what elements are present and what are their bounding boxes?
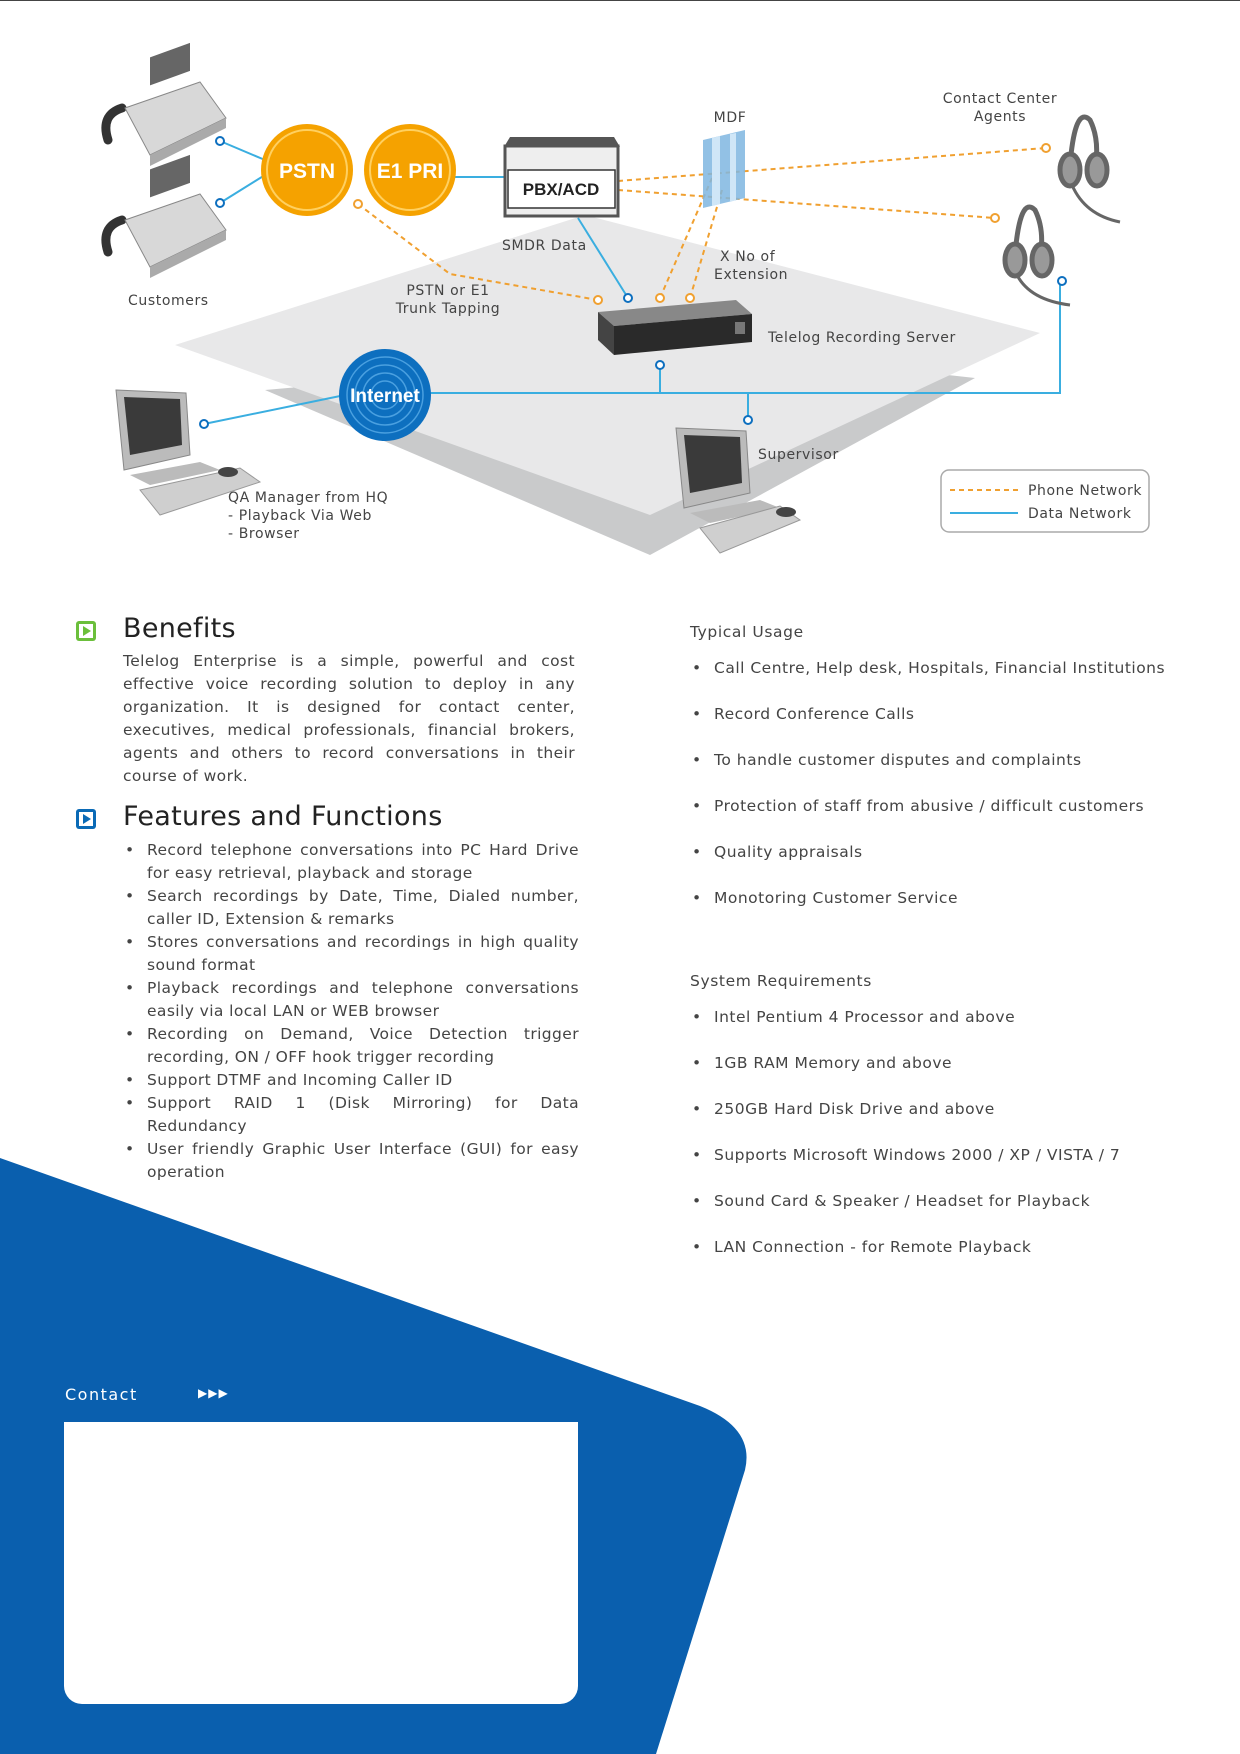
list-item: 1GB RAM Memory and above — [690, 1053, 1210, 1099]
list-item: Stores conversations and recordings in h… — [123, 931, 579, 977]
svg-text:PBX/ACD: PBX/ACD — [523, 180, 600, 199]
qa-label-line2: - Playback Via Web — [228, 508, 372, 524]
floor-plane — [175, 215, 1040, 515]
legend-phone-network: Phone Network — [1028, 483, 1142, 499]
system-requirements-heading: System Requirements — [690, 972, 872, 990]
computer-icon — [115, 389, 262, 516]
connector-dots — [199, 136, 1067, 429]
extension-label-line1: X No of — [720, 249, 776, 265]
typical-usage-heading: Typical Usage — [690, 623, 804, 641]
list-item: Record Conference Calls — [690, 704, 1210, 750]
e1-pri-node: E1 PRI — [364, 124, 456, 216]
contact-box — [64, 1422, 578, 1704]
typical-usage-list: Call Centre, Help desk, Hospitals, Finan… — [690, 658, 1210, 934]
list-item: User friendly Graphic User Interface (GU… — [123, 1138, 579, 1184]
qa-label-line1: QA Manager from HQ — [228, 490, 388, 506]
trunk-label-line1: PSTN or E1 — [406, 283, 489, 299]
benefits-play-icon — [76, 621, 96, 641]
network-diagram: PSTN E1 PRI PBX/ACD — [101, 42, 1150, 555]
smdr-label: SMDR Data — [502, 238, 587, 254]
telephone-icon — [101, 42, 227, 166]
features-play-icon — [76, 809, 96, 829]
benefits-text: Telelog Enterprise is a simple, powerful… — [123, 652, 575, 785]
list-item: Support RAID 1 (Disk Mirroring) for Data… — [123, 1092, 579, 1138]
list-item: Recording on Demand, Voice Detection tri… — [123, 1023, 579, 1069]
legend-data-network: Data Network — [1028, 506, 1132, 522]
recording-server-icon — [598, 300, 752, 355]
mdf-label: MDF — [714, 110, 747, 126]
contact-label: Contact — [65, 1385, 138, 1404]
system-requirements-list: Intel Pentium 4 Processor and above 1GB … — [690, 1007, 1210, 1283]
pstn-node: PSTN — [261, 124, 353, 216]
list-item: Search recordings by Date, Time, Dialed … — [123, 885, 579, 931]
extension-label-line2: Extension — [714, 267, 788, 283]
telephone-icon — [101, 154, 227, 278]
server-label: Telelog Recording Server — [767, 330, 956, 346]
list-item: Protection of staff from abusive / diffi… — [690, 796, 1210, 842]
agents-label-line1: Contact Center — [943, 91, 1057, 107]
svg-text:Internet: Internet — [350, 386, 420, 407]
top-rule — [0, 0, 1240, 1]
list-item: Support DTMF and Incoming Caller ID — [123, 1069, 579, 1092]
list-item: Monotoring Customer Service — [690, 888, 1210, 934]
internet-node: Internet — [339, 349, 431, 441]
headset-icon — [1002, 204, 1071, 307]
pbx-acd-node: PBX/ACD — [503, 137, 620, 218]
svg-text:PSTN: PSTN — [279, 160, 335, 183]
list-item: Supports Microsoft Windows 2000 / XP / V… — [690, 1145, 1210, 1191]
list-item: Call Centre, Help desk, Hospitals, Finan… — [690, 658, 1210, 704]
computer-icon — [675, 427, 802, 554]
contact-arrows-icon: ▶▶▶ — [198, 1386, 229, 1400]
svg-text:E1 PRI: E1 PRI — [377, 160, 444, 183]
list-item: Playback recordings and telephone conver… — [123, 977, 579, 1023]
trunk-label-line2: Trunk Tapping — [395, 301, 501, 317]
list-item: LAN Connection - for Remote Playback — [690, 1237, 1210, 1283]
list-item: Sound Card & Speaker / Headset for Playb… — [690, 1191, 1210, 1237]
features-heading: Features and Functions — [123, 801, 443, 832]
list-item: Quality appraisals — [690, 842, 1210, 888]
qa-label-line3: - Browser — [228, 526, 300, 542]
list-item: Record telephone conversations into PC H… — [123, 839, 579, 885]
features-list: Record telephone conversations into PC H… — [123, 839, 579, 1184]
agents-label-line2: Agents — [974, 109, 1026, 125]
headset-icon — [1057, 114, 1121, 224]
mdf-icon — [703, 130, 745, 208]
supervisor-label: Supervisor — [758, 447, 839, 463]
list-item: Intel Pentium 4 Processor and above — [690, 1007, 1210, 1053]
customers-label: Customers — [128, 293, 209, 309]
list-item: To handle customer disputes and complain… — [690, 750, 1210, 796]
benefits-heading: Benefits — [123, 613, 236, 644]
list-item: 250GB Hard Disk Drive and above — [690, 1099, 1210, 1145]
diagram-legend: Phone Network Data Network — [940, 469, 1150, 533]
